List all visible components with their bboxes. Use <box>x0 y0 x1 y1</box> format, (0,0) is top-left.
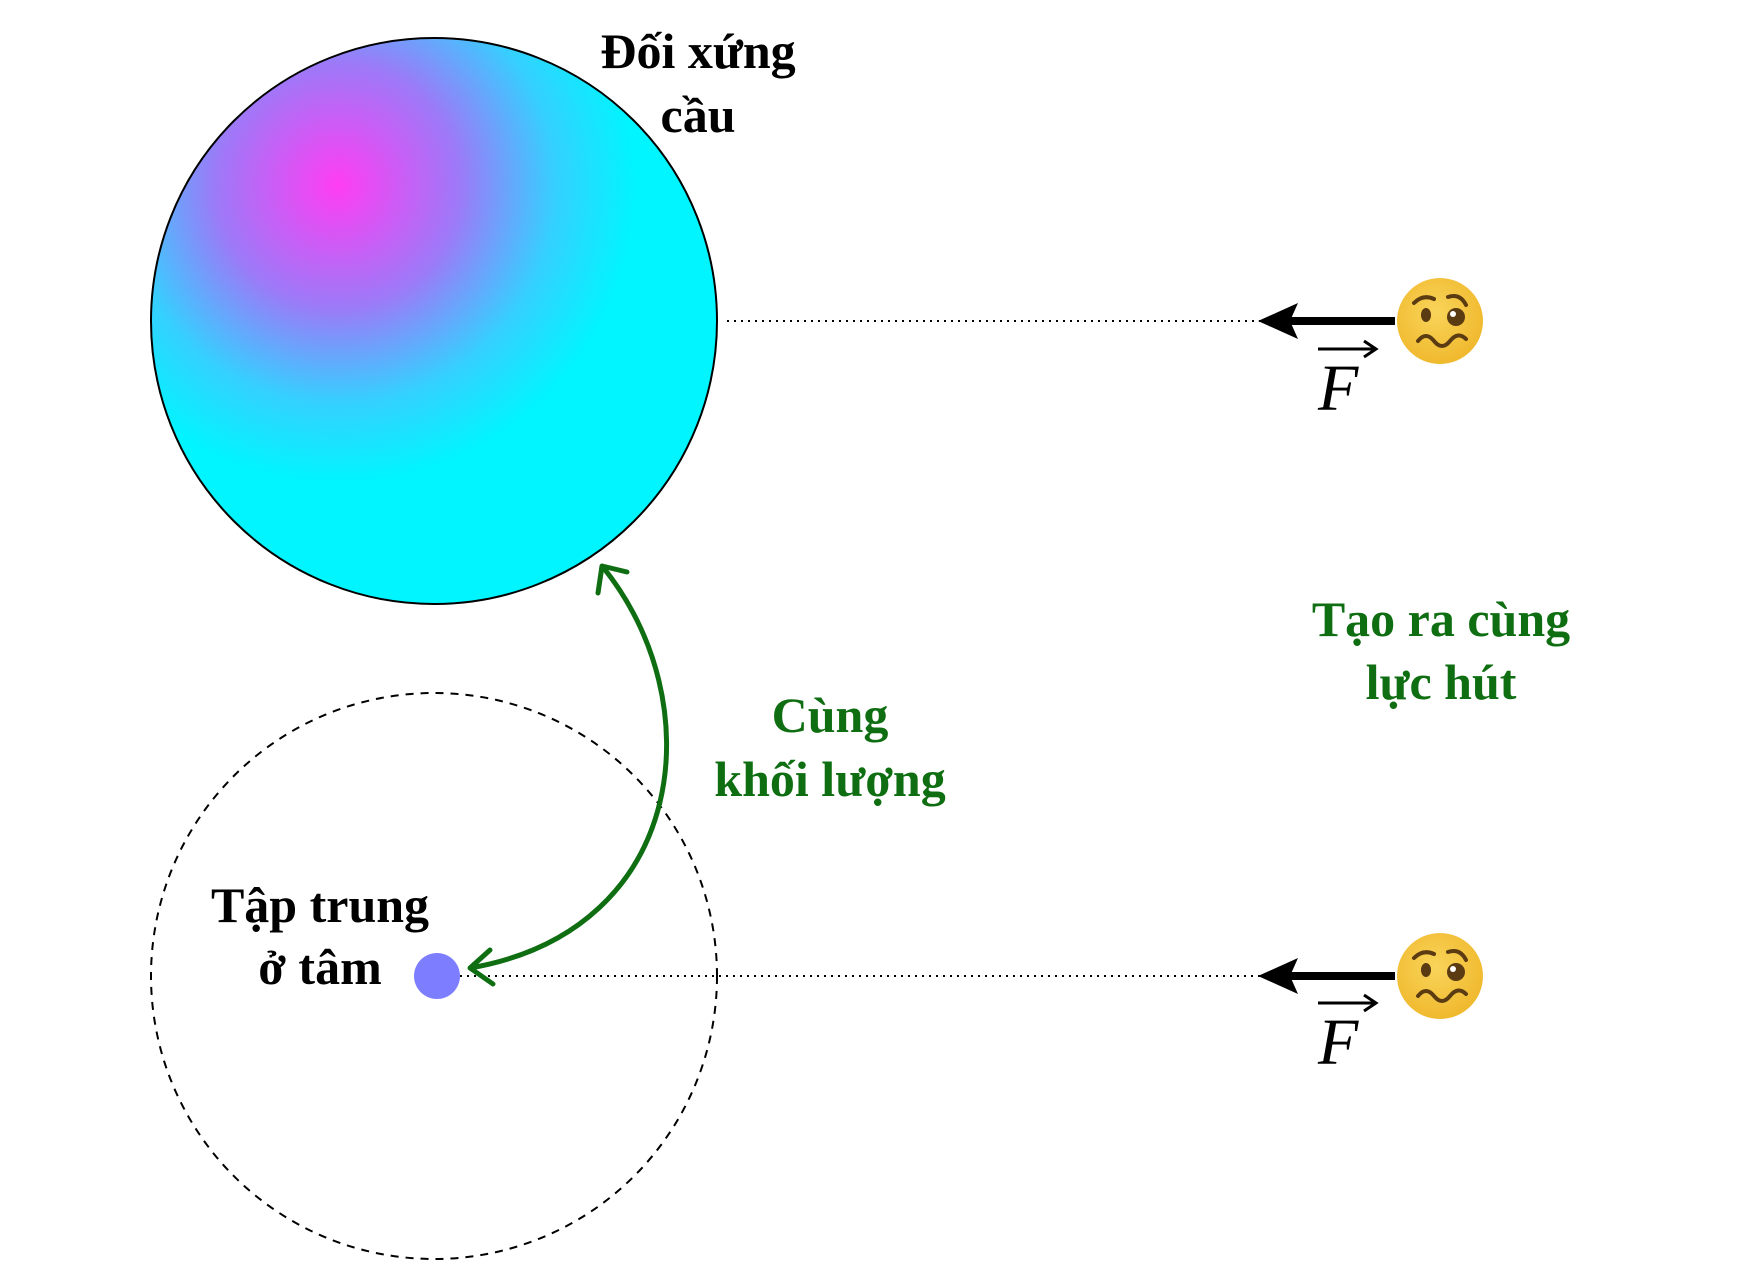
dashed-sphere-outline <box>150 692 718 1260</box>
woozy-face-icon <box>1397 278 1483 364</box>
mass-label-line2: khối lượng <box>714 751 945 807</box>
force-label-line1: Tạo ra cùng <box>1312 591 1570 647</box>
force-arrow-bottom <box>1258 958 1395 994</box>
woozy-face-icon <box>1397 933 1483 1019</box>
mass-label-line1: Cùng <box>772 687 889 743</box>
svg-text:F: F <box>1317 1006 1359 1079</box>
sphere-label-line1: Đối xứng <box>600 23 795 79</box>
force-label-line2: lực hút <box>1366 654 1517 710</box>
force-symbol-bottom: F <box>1317 993 1379 1079</box>
sphere-label-line2: cầu <box>661 87 736 143</box>
svg-text:F: F <box>1317 352 1359 425</box>
equal-mass-arrow <box>467 563 670 987</box>
symmetric-sphere <box>150 37 718 605</box>
point-label-line1: Tập trung <box>211 877 429 933</box>
force-symbol-top: F <box>1317 339 1379 425</box>
force-arrow-top <box>1258 303 1395 339</box>
point-mass <box>414 953 460 999</box>
point-label-line2: ở tâm <box>258 939 382 995</box>
